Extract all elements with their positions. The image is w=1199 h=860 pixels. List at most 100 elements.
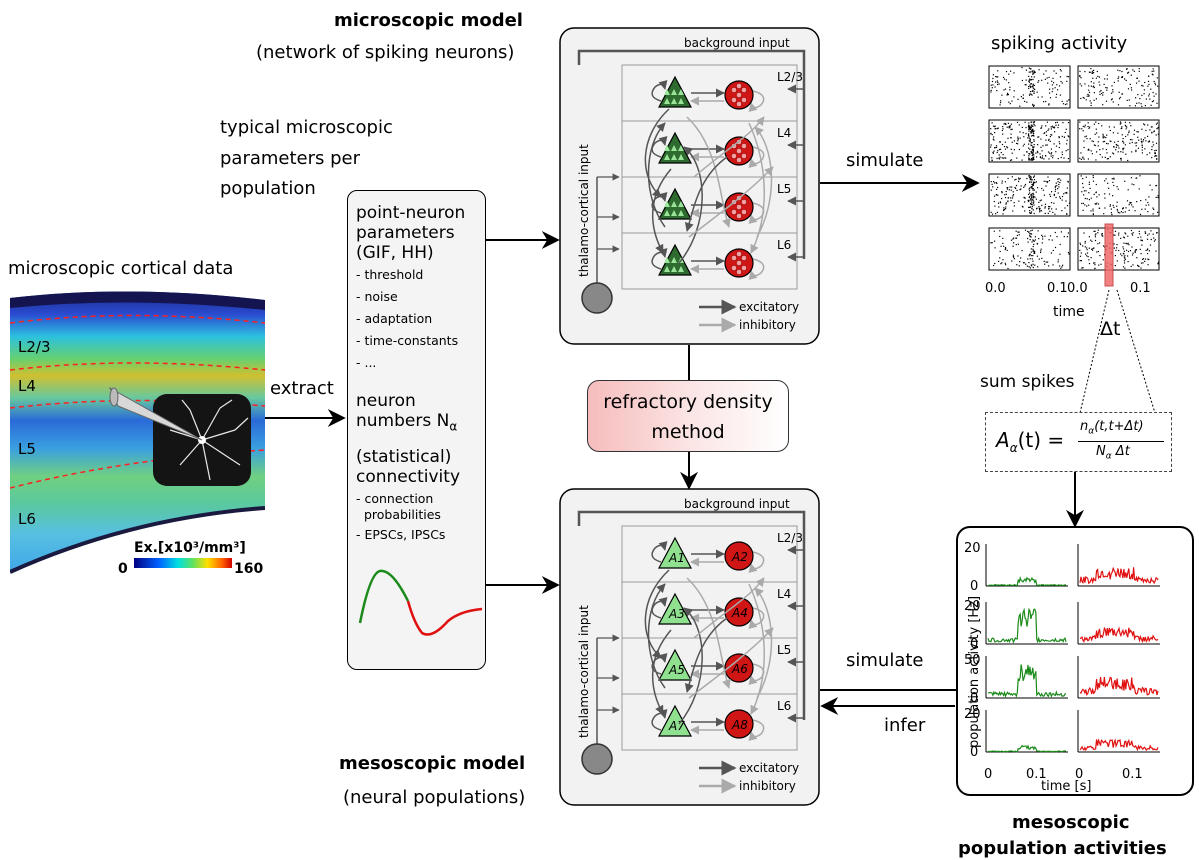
- inh-pop-label-1: A4: [731, 606, 748, 620]
- micro-model-title: microscopic model: [334, 10, 523, 31]
- layer-row: [621, 232, 798, 290]
- exc-activity-trace-1: [987, 607, 1067, 644]
- inh-pop-label-2: A6: [731, 662, 748, 676]
- population-activity-chart: population activity [Hz] time [s] 0 0.1 …: [964, 541, 1160, 794]
- pop-ytick-bottom-3: 0: [970, 745, 978, 760]
- param-heading-2: parameters: [356, 223, 455, 243]
- exc-activity-trace-3: [987, 744, 1067, 753]
- param-heading-3: (GIF, HH): [356, 243, 434, 263]
- conn-item-2: probabilities: [356, 507, 441, 522]
- background-input-label: background input: [684, 36, 790, 50]
- legend-excitatory: excitatory: [739, 761, 799, 775]
- exc-activity-trace-0: [987, 575, 1067, 587]
- cortex-layer-l5: L5: [18, 440, 36, 458]
- pop-chart-xtick-0: 0: [984, 767, 992, 782]
- pop-chart-xlabel: time [s]: [1041, 779, 1091, 794]
- exc-pop-label-1: A3: [668, 607, 685, 621]
- background-input-line: [577, 49, 806, 259]
- cortex-layer-l6: L6: [18, 510, 36, 528]
- param-heading-1: point-neuron: [356, 203, 466, 223]
- pop-chart-xtick-2: 0: [1075, 767, 1083, 782]
- thalamus-node: [581, 282, 613, 314]
- meso-pop-title-line1: mesoscopic: [1012, 812, 1130, 833]
- colorbar-min: 0: [118, 561, 128, 577]
- psc-curves: [358, 569, 483, 636]
- formula-den-arg: Δt: [1111, 444, 1130, 459]
- raster-panel: [988, 173, 1071, 217]
- raster-xlabel: time: [1053, 304, 1085, 320]
- inh-activity-trace-2: [1079, 676, 1159, 696]
- pop-ytick-top-1: 20: [964, 599, 981, 614]
- formula-fraction-bar: [1078, 441, 1164, 442]
- inh-activity-trace-0: [1079, 566, 1159, 585]
- excitatory-population-0: [658, 536, 692, 569]
- micro-network-diagram: background inputL2/3L4L5L6thalamo-cortic…: [559, 27, 820, 345]
- typical-params-line3: population: [220, 178, 316, 199]
- typical-params-line1: typical microscopic: [220, 117, 393, 138]
- param-item-threshold: - threshold: [356, 267, 424, 282]
- pop-ytick-bottom-1: 0: [970, 637, 978, 652]
- neuron-numbers-sub: α: [449, 419, 458, 434]
- pop-chart-ylabel: population activity [Hz]: [967, 596, 982, 748]
- conn-item-1: - connection: [356, 491, 434, 506]
- population-activity-chart-box: population activity [Hz] time [s] 0 0.1 …: [956, 526, 1194, 796]
- layer-label-1: L4: [777, 126, 791, 140]
- raster-tick-right-1: 0.1: [1130, 281, 1151, 296]
- cortical-data-label: microscopic cortical data: [8, 258, 234, 279]
- formula-lhs-arg: (t) =: [1017, 428, 1065, 452]
- formula-num-sub: α: [1088, 426, 1095, 437]
- layer-label-0: L2/3: [777, 531, 803, 545]
- excitatory-population-1: [658, 592, 692, 625]
- layer-label-2: L5: [777, 182, 791, 196]
- simulate-bottom-label: simulate: [846, 650, 924, 671]
- neuron-numbers-text: numbers N: [356, 411, 450, 431]
- exc-pop-label-2: A5: [668, 663, 685, 677]
- simulate-top-label: simulate: [846, 150, 924, 171]
- formula-num-arg: (t,t+Δt): [1094, 419, 1144, 434]
- cortex-layer-l23: L2/3: [18, 338, 51, 356]
- layer-label-1: L4: [777, 587, 791, 601]
- formula-box: Aα(t) = nα(t,t+Δt) Nα Δt: [985, 412, 1172, 472]
- delta-t-bin: [1104, 223, 1114, 287]
- raster-panel: [1077, 227, 1160, 271]
- param-item-noise: - noise: [356, 289, 398, 304]
- excitatory-population-3: [658, 704, 692, 737]
- neuron-numbers-line1: neuron: [356, 391, 416, 411]
- background-input-label: background input: [684, 497, 790, 511]
- connectivity-line2: connectivity: [356, 467, 461, 487]
- neuron-numbers-line2: numbers Nα: [356, 411, 457, 436]
- formula-numerator: nα(t,t+Δt): [1080, 419, 1144, 437]
- pop-ytick-bottom-0: 0: [970, 579, 978, 594]
- inh-pop-label-0: A2: [731, 550, 748, 564]
- rdm-line2: method: [651, 421, 725, 443]
- formula-den-n: N: [1096, 444, 1106, 459]
- layer-label-3: L6: [777, 238, 791, 252]
- pop-ytick-top-0: 20: [964, 541, 981, 556]
- parameter-box: point-neuron parameters (GIF, HH) - thre…: [347, 190, 486, 670]
- meso-pop-title-line2: population activities: [958, 838, 1167, 859]
- background-input-line: [577, 510, 806, 720]
- sum-spikes-label: sum spikes: [980, 372, 1075, 392]
- formula-den-sub: α: [1105, 451, 1112, 462]
- cortical-density-map: Ex.[x10³/mm³] 0 160 L2/3 L4 L5 L6: [9, 290, 266, 580]
- formula-lhs-sub: α: [1009, 441, 1018, 455]
- layer-label-0: L2/3: [777, 70, 803, 84]
- spiking-raster-panel: 0.0 0.1 0.0 0.1 time: [985, 65, 1160, 320]
- raster-tick-right-0: 0.0: [1067, 281, 1088, 296]
- legend-inhibitory: inhibitory: [739, 318, 796, 332]
- connectivity-line1: (statistical): [356, 447, 452, 467]
- meso-model-subtitle: (neural populations): [343, 787, 526, 808]
- inh-activity-trace-3: [1079, 738, 1159, 752]
- excitatory-population-2: [658, 648, 692, 681]
- inh-pop-label-3: A8: [731, 718, 748, 732]
- delta-t-label: Δt: [1100, 318, 1121, 340]
- thalamo-label: thalamo-cortical input: [577, 605, 591, 738]
- formula-lhs: Aα(t) =: [996, 428, 1064, 455]
- pop-chart-xtick-3: 0.1: [1122, 767, 1143, 782]
- rdm-line1: refractory density: [603, 391, 773, 413]
- thalamus-node: [581, 743, 613, 775]
- layer-label-2: L5: [777, 643, 791, 657]
